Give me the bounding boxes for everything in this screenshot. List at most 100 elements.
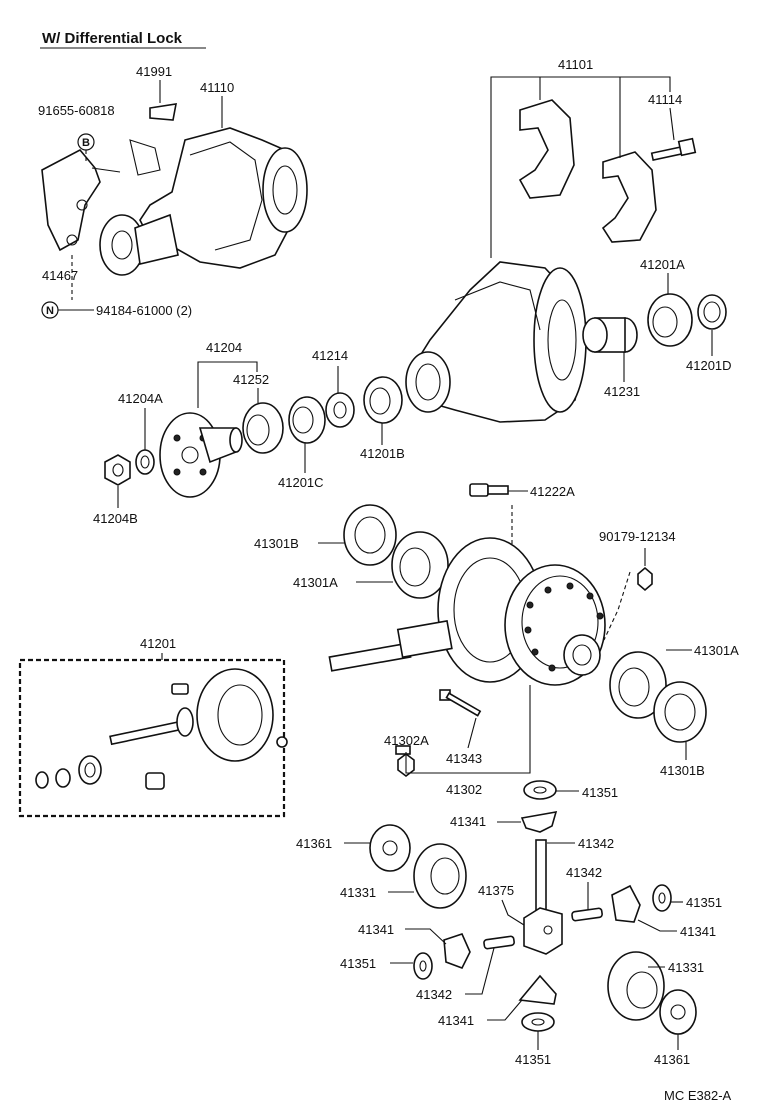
shaft-41342-a-drawing — [535, 839, 547, 913]
shim-41301B-top-drawing — [343, 504, 397, 566]
leader-90179-dash — [603, 571, 631, 641]
kit-41201-box — [18, 658, 286, 818]
label-41201A: 41201A — [640, 257, 685, 272]
label-41301A-right: 41301A — [694, 643, 739, 658]
svg-text:B: B — [82, 137, 90, 149]
bracket-41467-drawing — [41, 148, 121, 252]
leader-41204 — [197, 361, 258, 408]
leader-41341-d — [487, 999, 523, 1021]
housing-41101-drawing — [405, 261, 587, 423]
nut-41204B-drawing — [104, 454, 131, 486]
label-90179-12134: 90179-12134 — [599, 529, 676, 544]
ring-gear-pinion-set-drawing — [35, 668, 288, 790]
label-41222A: 41222A — [530, 484, 575, 499]
leader-41341-c — [405, 928, 447, 945]
label-41301A-top: 41301A — [293, 575, 338, 590]
label-41231: 41231 — [604, 384, 640, 399]
seal-41201D-drawing — [697, 294, 727, 330]
leader-41341-b — [637, 919, 677, 932]
leader-41343 — [467, 717, 477, 749]
label-41341-a: 41341 — [450, 814, 486, 829]
label-41201D: 41201D — [686, 358, 732, 373]
label-41301B-top: 41301B — [254, 536, 299, 551]
label-41201B: 41201B — [360, 446, 405, 461]
leader-41375 — [501, 899, 525, 926]
label-41302A: 41302A — [384, 733, 429, 748]
leader-41302 — [405, 685, 531, 774]
diagram-title: W/ Differential Lock — [42, 30, 183, 47]
label-41214: 41214 — [312, 348, 348, 363]
thrust-washer-41361-b-drawing — [659, 989, 697, 1035]
washer-41351-b-drawing — [652, 884, 672, 912]
label-41302: 41302 — [446, 782, 482, 797]
label-91655-60818: 91655-60818 — [38, 103, 115, 118]
shim-41301B-right-drawing — [653, 681, 707, 743]
footer-code: MC E382-A — [664, 1088, 732, 1103]
svg-text:N: N — [46, 305, 54, 317]
bearing-41201B-drawing — [363, 376, 403, 424]
symbol-n: N — [41, 301, 59, 319]
label-41341-c: 41341 — [358, 922, 394, 937]
symbol-b: B — [77, 133, 95, 151]
label-41467: 41467 — [42, 268, 78, 283]
label-41101: 41101 — [558, 57, 593, 72]
label-41361-a: 41361 — [296, 836, 332, 851]
shaft-41342-c-drawing — [483, 935, 515, 950]
leader-41114 — [669, 107, 675, 141]
label-41991: 41991 — [136, 64, 172, 79]
pinion-41341-d-drawing — [518, 974, 557, 1005]
bearing-41201A-drawing — [647, 293, 693, 347]
bearing-41301A-right-drawing — [609, 651, 667, 719]
plate-41991-drawing — [149, 103, 177, 121]
bearing-41201C-drawing — [288, 396, 326, 444]
label-41343: 41343 — [446, 751, 482, 766]
bolt-41222A-drawing — [469, 483, 509, 497]
seal-41252-drawing — [242, 402, 284, 454]
bolt-41302A-drawing — [395, 745, 415, 777]
label-41375: 41375 — [478, 883, 514, 898]
label-41351-a: 41351 — [582, 785, 618, 800]
bolt-41114-drawing — [650, 137, 697, 161]
pin-41343-drawing — [439, 689, 482, 717]
label-41361-b: 41361 — [654, 1052, 690, 1067]
washer-41351-d-drawing — [521, 1012, 555, 1032]
label-41331-a: 41331 — [340, 885, 376, 900]
label-41351-d: 41351 — [515, 1052, 551, 1067]
washer-41351-a-drawing — [523, 780, 557, 800]
block-41375-drawing — [523, 907, 563, 955]
thrust-washer-41361-a-drawing — [369, 824, 411, 872]
shaft-41342-b-drawing — [571, 907, 603, 922]
label-41204: 41204 — [206, 340, 242, 355]
label-41342-c: 41342 — [416, 987, 452, 1002]
label-41201: 41201 — [140, 636, 176, 651]
spacer-41214-drawing — [325, 392, 355, 428]
side-gear-41331-a-drawing — [413, 843, 467, 909]
label-41342-a: 41342 — [578, 836, 614, 851]
label-41204B: 41204B — [93, 511, 138, 526]
pinion-41341-a-drawing — [520, 810, 558, 833]
label-41341-b: 41341 — [680, 924, 716, 939]
washer-41204A-drawing — [135, 449, 155, 475]
label-94184-61000: 94184-61000 (2) — [96, 303, 192, 318]
label-41252: 41252 — [233, 372, 269, 387]
flange-41204-drawing — [159, 412, 243, 498]
label-41341-d: 41341 — [438, 1013, 474, 1028]
nut-90179-drawing — [637, 566, 653, 592]
pinion-41341-c-drawing — [443, 933, 471, 970]
side-gear-41331-b-drawing — [607, 951, 665, 1021]
label-41204A: 41204A — [118, 391, 163, 406]
label-41301B-right: 41301B — [660, 763, 705, 778]
bearing-41301A-top-drawing — [391, 531, 449, 599]
label-41331-b: 41331 — [668, 960, 704, 975]
label-41351-b: 41351 — [686, 895, 722, 910]
label-41351-c: 41351 — [340, 956, 376, 971]
label-41110: 41110 — [200, 80, 234, 95]
washer-41351-c-drawing — [413, 952, 433, 980]
leader-41342-c — [465, 947, 495, 995]
differential-case-41302-drawing — [504, 564, 606, 686]
label-41114: 41114 — [648, 92, 682, 107]
bearing-caps-drawing — [518, 99, 657, 243]
sleeve-41231-drawing — [582, 317, 638, 353]
label-41201C: 41201C — [278, 475, 324, 490]
